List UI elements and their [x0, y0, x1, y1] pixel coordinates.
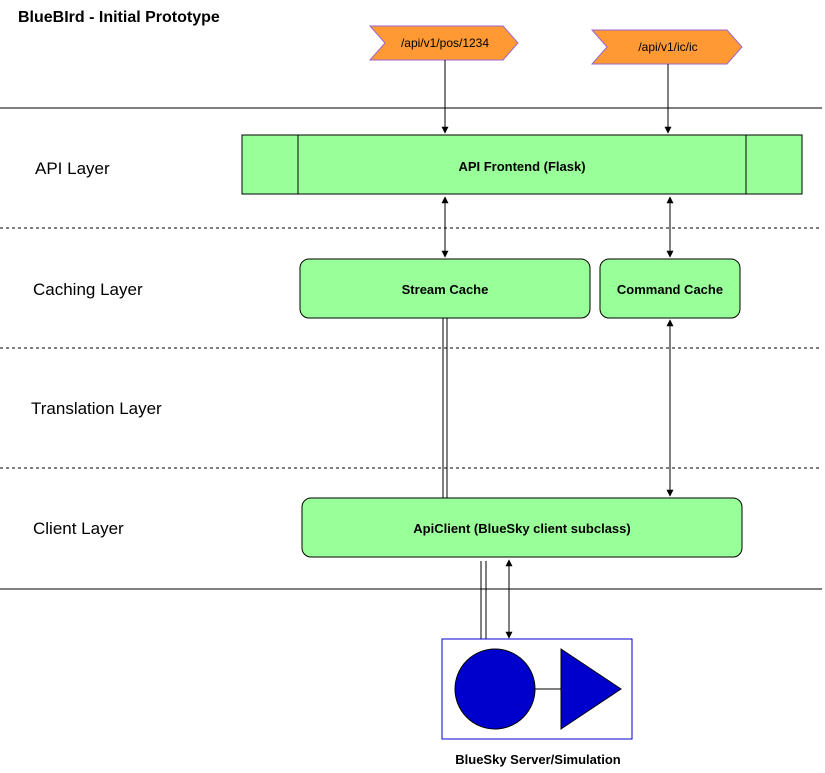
server-play-triangle-icon [560, 648, 622, 730]
command-cache-box: Command Cache [599, 258, 741, 319]
bluesky-server-label: BlueSky Server/Simulation [455, 752, 621, 767]
layer-label-client: Client Layer [33, 519, 124, 538]
layer-label-api: API Layer [35, 159, 110, 178]
server-circle-icon [454, 648, 536, 730]
link-stream-cache-client [442, 318, 448, 498]
stream-cache-label: Stream Cache [402, 282, 489, 297]
endpoint-pos-label: /api/v1/pos/1234 [401, 36, 489, 50]
layer-label-caching: Caching Layer [33, 280, 143, 299]
api-client-label: ApiClient (BlueSky client subclass) [413, 521, 630, 536]
stream-cache-box: Stream Cache [299, 258, 591, 319]
api-frontend-label: API Frontend (Flask) [458, 159, 585, 174]
endpoint-ic: /api/v1/ic/ic [590, 29, 743, 65]
command-cache-label: Command Cache [617, 282, 723, 297]
bluesky-server-node [441, 638, 633, 740]
endpoint-pos: /api/v1/pos/1234 [368, 25, 519, 61]
link-client-server [480, 561, 487, 639]
api-client-box: ApiClient (BlueSky client subclass) [301, 497, 743, 558]
layer-label-translation: Translation Layer [31, 399, 162, 418]
diagram-title: BlueBIrd - Initial Prototype [18, 9, 220, 26]
endpoint-ic-label: /api/v1/ic/ic [638, 40, 697, 54]
api-frontend-box: API Frontend (Flask) [241, 134, 803, 195]
